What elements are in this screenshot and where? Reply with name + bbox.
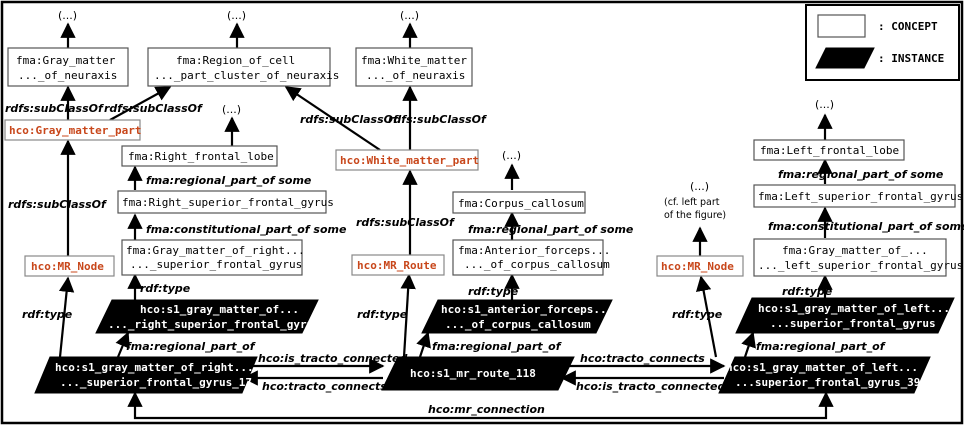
hco-mr-route: hco:MR_Route xyxy=(351,254,445,276)
concept-gray-matter: fma:Gray_matter ..._of_neuraxis xyxy=(7,47,129,87)
svg-text:..._part_cluster_of_neuraxis: ..._part_cluster_of_neuraxis xyxy=(154,69,339,82)
svg-text:hco:s1_mr_route_118: hco:s1_mr_route_118 xyxy=(410,367,536,380)
concept-right-frontal-lobe: fma:Right_frontal_lobe xyxy=(121,145,278,167)
svg-text:hco:s1_gray_matter_of_left...: hco:s1_gray_matter_of_left... xyxy=(726,361,918,374)
ellipsis-7: (...) xyxy=(815,98,834,111)
label-subclass-c: rdfs:subClassOf xyxy=(300,113,399,126)
concept-gray-matter-of-left: fma:Gray_matter_of_... ..._left_superior… xyxy=(753,238,963,277)
svg-text:fma:Gray_matter_of_right...: fma:Gray_matter_of_right... xyxy=(126,244,305,257)
ellipsis-6: (...) xyxy=(690,180,709,193)
svg-text:..._of_corpus_callosum: ..._of_corpus_callosum xyxy=(445,318,591,331)
ellipsis-4: (...) xyxy=(222,103,241,116)
legend-concept-label: : CONCEPT xyxy=(878,20,938,33)
concept-corpus-callosum: fma:Corpus_callosum xyxy=(452,191,586,214)
svg-text:fma:Right_superior_frontal_gyr: fma:Right_superior_frontal_gyrus xyxy=(122,196,334,209)
instance-s1-anterior-forceps: hco:s1_anterior_forceps... ..._of_corpus… xyxy=(421,299,613,334)
concept-gray-matter-of-right: fma:Gray_matter_of_right... ..._superior… xyxy=(121,239,305,276)
svg-text:fma:Right_frontal_lobe: fma:Right_frontal_lobe xyxy=(128,150,274,163)
label-rdf-type-1: rdf:type xyxy=(140,282,191,295)
ellipsis-2: (...) xyxy=(227,9,246,22)
svg-text:hco:White_matter_part: hco:White_matter_part xyxy=(340,154,479,167)
label-subclass-d: rdfs:subClassOf xyxy=(388,113,487,126)
instance-s1-gray-matter-left: hco:s1_gray_matter_of_left... ...superio… xyxy=(735,297,955,334)
label-is-tracto-1: hco:is_tracto_connected xyxy=(258,352,408,365)
svg-text:fma:Gray_matter: fma:Gray_matter xyxy=(16,54,116,67)
svg-text:..._superior_frontal_gyrus_17: ..._superior_frontal_gyrus_17 xyxy=(60,376,252,389)
svg-text:..._of_neuraxis: ..._of_neuraxis xyxy=(366,69,465,82)
instance-s1-mr-route-118: hco:s1_mr_route_118 xyxy=(381,356,575,391)
svg-text:hco:MR_Route: hco:MR_Route xyxy=(357,259,437,272)
edges xyxy=(58,22,834,420)
svg-text:hco:MR_Node: hco:MR_Node xyxy=(661,260,734,273)
label-subclass-f: rdfs:subClassOf xyxy=(356,216,455,229)
svg-text:hco:s1_gray_matter_of_right...: hco:s1_gray_matter_of_right... xyxy=(55,361,254,374)
svg-text:hco:s1_gray_matter_of...: hco:s1_gray_matter_of... xyxy=(140,303,299,316)
svg-text:fma:Corpus_callosum: fma:Corpus_callosum xyxy=(458,197,584,210)
note-line2: of the figure) xyxy=(664,210,726,221)
label-rdf-type-4: rdf:type xyxy=(357,308,408,321)
svg-text:hco:Gray_matter_part: hco:Gray_matter_part xyxy=(9,124,141,137)
svg-text:...superior_frontal_gyrus: ...superior_frontal_gyrus xyxy=(770,317,936,330)
instance-s1-gray-matter-left-39: hco:s1_gray_matter_of_left... ...superio… xyxy=(718,356,931,394)
legend-instance-label: : INSTANCE xyxy=(878,52,944,65)
hco-mr-node-left: hco:MR_Node xyxy=(24,255,115,277)
svg-text:fma:Region_of_cell: fma:Region_of_cell xyxy=(176,54,295,67)
label-rdf-type-5: rdf:type xyxy=(782,285,833,298)
concept-anterior-forceps: fma:Anterior_forceps... ..._of_corpus_ca… xyxy=(452,239,610,276)
svg-text:hco:MR_Node: hco:MR_Node xyxy=(31,260,104,273)
label-tracto-1: hco:tracto_connects xyxy=(262,380,387,393)
label-constitutional-some-3: fma:constitutional_part_of some xyxy=(768,220,964,233)
svg-text:fma:Left_frontal_lobe: fma:Left_frontal_lobe xyxy=(760,144,899,157)
svg-text:hco:s1_gray_matter_of_left...: hco:s1_gray_matter_of_left... xyxy=(758,302,950,315)
label-subclass-a: rdfs:subClassOf xyxy=(5,102,104,115)
ellipsis-5: (...) xyxy=(502,149,521,162)
label-regional-some-3: fma:regional_part_of some xyxy=(778,168,944,181)
hco-mr-node-right: hco:MR_Node xyxy=(656,255,744,277)
svg-text:hco:s1_anterior_forceps...: hco:s1_anterior_forceps... xyxy=(441,303,613,316)
instance-s1-gray-matter-right: hco:s1_gray_matter_of... ..._right_super… xyxy=(95,299,320,334)
concept-region-of-cell: fma:Region_of_cell ..._part_cluster_of_n… xyxy=(147,47,339,87)
label-regional-2: fma:regional_part_of xyxy=(432,340,562,353)
concept-right-superior-frontal-gyrus: fma:Right_superior_frontal_gyrus xyxy=(117,190,334,214)
label-tracto-2: hco:tracto_connects xyxy=(580,352,705,365)
concept-white-matter: fma:White_matter ..._of_neuraxis xyxy=(355,47,473,87)
legend-concept-swatch xyxy=(817,14,866,38)
label-regional-3: fma:regional_part_of xyxy=(756,340,886,353)
label-regional-some-2: fma:regional_part_of some xyxy=(468,223,634,236)
svg-text:..._right_superior_frontal_gyr: ..._right_superior_frontal_gyrus xyxy=(108,318,320,331)
legend: : CONCEPT : INSTANCE xyxy=(805,4,960,81)
svg-text:...superior_frontal_gyrus_39: ...superior_frontal_gyrus_39 xyxy=(735,376,920,389)
label-regional-some-1: fma:regional_part_of some xyxy=(146,174,312,187)
label-regional-1: fma:regional_part_of xyxy=(126,340,256,353)
label-mr-connection: hco:mr_connection xyxy=(428,403,545,416)
svg-text:fma:Gray_matter_of_...: fma:Gray_matter_of_... xyxy=(782,244,928,257)
label-rdf-type-6: rdf:type xyxy=(672,308,723,321)
label-rdf-type-2: rdf:type xyxy=(22,308,73,321)
note-line1: (cf. left part xyxy=(664,197,720,208)
hco-white-matter-part: hco:White_matter_part xyxy=(335,149,479,171)
instance-s1-gray-matter-right-17: hco:s1_gray_matter_of_right... ..._super… xyxy=(34,356,258,394)
svg-text:..._left_superior_frontal_gyru: ..._left_superior_frontal_gyrus xyxy=(758,259,963,272)
label-is-tracto-2: hco:is_tracto_connected xyxy=(576,380,726,393)
ellipsis-1: (...) xyxy=(58,9,77,22)
label-subclass-b: rdfs:subClassOf xyxy=(104,102,203,115)
svg-text:fma:Anterior_forceps...: fma:Anterior_forceps... xyxy=(458,244,610,257)
svg-text:fma:Left_superior_frontal_gyru: fma:Left_superior_frontal_gyrus xyxy=(758,190,963,203)
svg-text:..._of_neuraxis: ..._of_neuraxis xyxy=(18,69,117,82)
svg-text:..._of_corpus_callosum: ..._of_corpus_callosum xyxy=(464,258,610,271)
label-constitutional-some-1: fma:constitutional_part_of some xyxy=(146,223,347,236)
legend-instance-swatch xyxy=(815,47,875,69)
ellipsis-3: (...) xyxy=(400,9,419,22)
svg-text:fma:White_matter: fma:White_matter xyxy=(361,54,467,67)
label-subclass-e: rdfs:subClassOf xyxy=(8,198,107,211)
hco-gray-matter-part: hco:Gray_matter_part xyxy=(4,119,141,141)
label-rdf-type-3: rdf:type xyxy=(468,285,519,298)
svg-text:..._superior_frontal_gyrus: ..._superior_frontal_gyrus xyxy=(130,258,302,271)
concept-left-superior-frontal-gyrus: fma:Left_superior_frontal_gyrus xyxy=(753,184,963,208)
concept-left-frontal-lobe: fma:Left_frontal_lobe xyxy=(753,139,905,161)
